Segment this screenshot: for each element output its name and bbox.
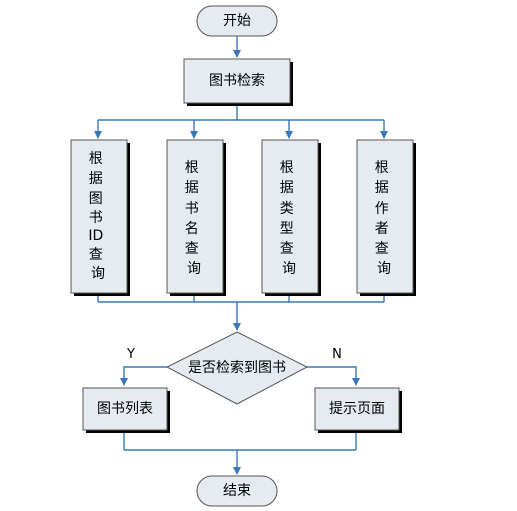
query-1-line-2: 据 xyxy=(89,171,103,187)
query-3-line-1: 根 xyxy=(280,160,294,176)
query-1-line-5: ID xyxy=(88,228,103,244)
query-2-line-1: 根 xyxy=(185,160,199,176)
book-list-node: 图书列表 xyxy=(82,387,170,433)
svg-text:根 据 图 书: 根 据 图 书 ID 查 询 xyxy=(88,151,107,282)
yes-branch-label: Y xyxy=(126,347,135,362)
query-1-line-1: 根 xyxy=(89,151,103,167)
query-3-line-6: 询 xyxy=(282,261,296,277)
query-node-2: 根 据 书 名 查 询 xyxy=(166,139,226,296)
query-1-line-6: 查 xyxy=(89,247,103,263)
query-2-line-3: 书 xyxy=(185,201,199,217)
query-1-line-4: 书 xyxy=(89,210,103,226)
svg-text:根 据 类 型: 根 据 类 型 查 询 xyxy=(280,160,298,277)
book-list-label: 图书列表 xyxy=(97,401,153,417)
no-branch-label: N xyxy=(332,347,342,362)
query-4-line-2: 据 xyxy=(375,180,389,196)
query-node-3: 根 据 类 型 查 询 xyxy=(261,139,321,296)
query-3-line-2: 据 xyxy=(280,180,294,196)
query-3-line-4: 型 xyxy=(280,221,294,237)
connectors xyxy=(94,36,388,475)
prompt-page-node: 提示页面 xyxy=(314,387,402,433)
query-3-line-3: 类 xyxy=(280,201,294,217)
start-node: 开始 xyxy=(196,5,278,37)
prompt-page-label: 提示页面 xyxy=(329,401,385,417)
query-1-line-3: 图 xyxy=(89,191,103,207)
start-label: 开始 xyxy=(223,13,251,29)
query-4-line-5: 查 xyxy=(375,241,389,257)
query-node-1: 根 据 图 书 ID 查 询 xyxy=(70,139,130,296)
end-node: 结束 xyxy=(196,475,278,507)
search-node: 图书检索 xyxy=(183,58,293,106)
query-4-line-6: 询 xyxy=(377,261,391,277)
svg-text:根 据 作 者: 根 据 作 者 查 询 xyxy=(375,160,393,277)
query-4-line-1: 根 xyxy=(375,160,389,176)
query-3-line-5: 查 xyxy=(280,241,294,257)
decision-node: 是否检索到图书 xyxy=(165,331,309,405)
arrow-decision-no xyxy=(307,366,360,386)
query-4-line-4: 者 xyxy=(375,221,389,237)
svg-text:根 据 书 名: 根 据 书 名 查 询 xyxy=(185,160,203,277)
query-2-line-5: 查 xyxy=(185,241,199,257)
query-2-line-2: 据 xyxy=(185,180,199,196)
query-2-line-4: 名 xyxy=(185,221,199,237)
search-label: 图书检索 xyxy=(209,72,265,89)
arrow-decision-yes xyxy=(120,366,167,386)
query-4-line-3: 作 xyxy=(375,201,389,217)
query-2-line-6: 询 xyxy=(187,261,201,277)
query-1-line-7: 询 xyxy=(91,266,105,282)
end-label: 结束 xyxy=(223,483,251,499)
decision-label: 是否检索到图书 xyxy=(188,359,286,376)
query-node-4: 根 据 作 者 查 询 xyxy=(356,139,416,296)
